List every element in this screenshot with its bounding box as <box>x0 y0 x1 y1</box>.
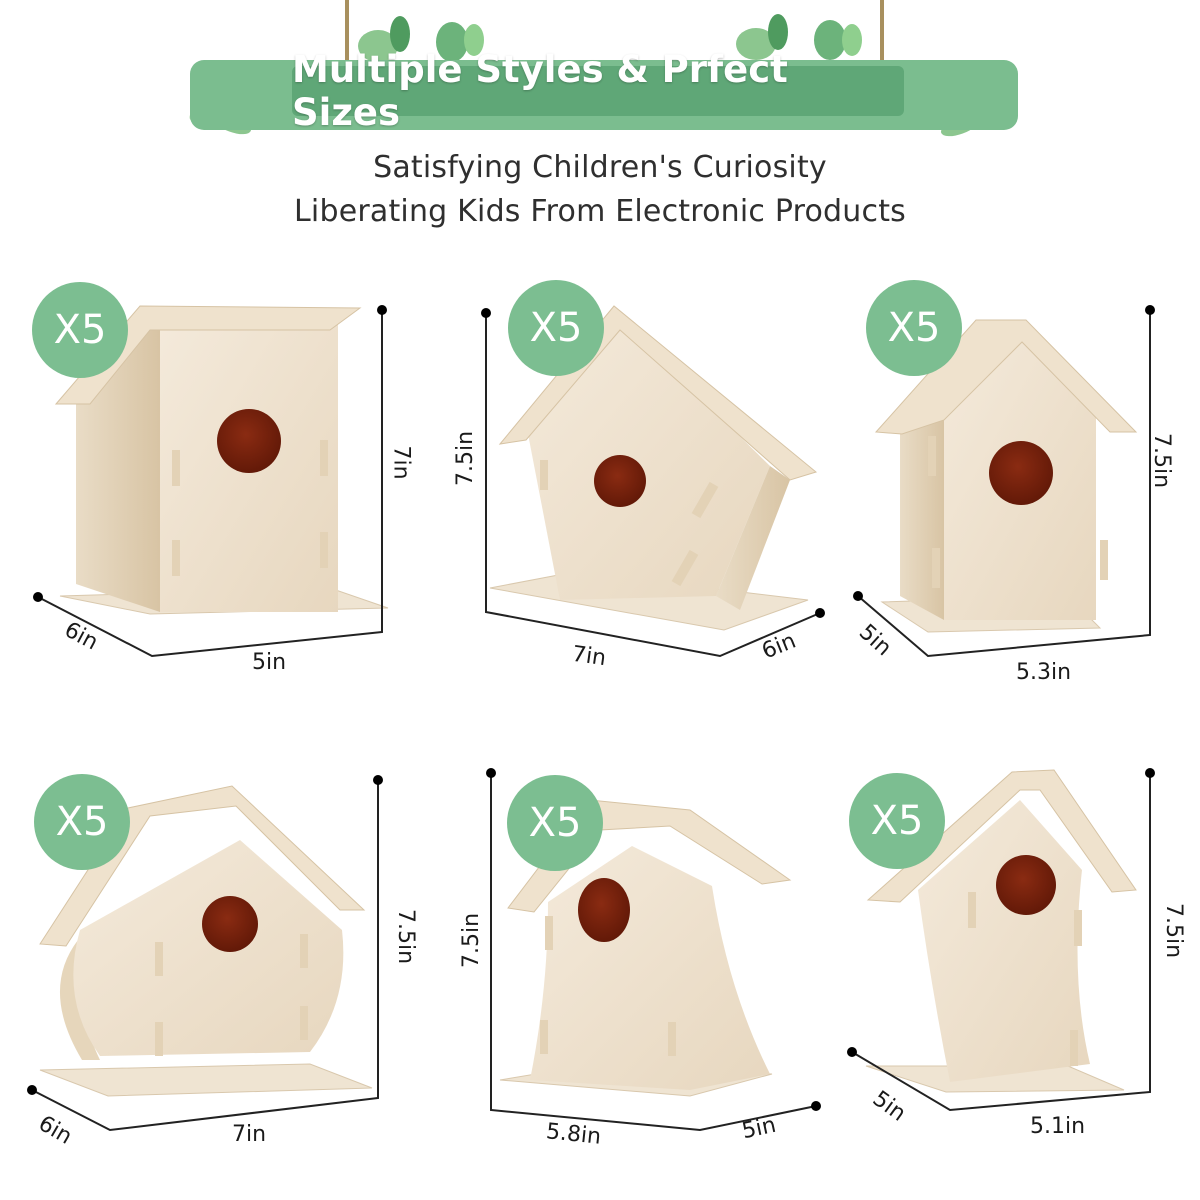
dimension-lines <box>27 305 1155 1132</box>
quantity-badge-2 <box>508 280 604 376</box>
quantity-badge-4 <box>34 774 130 870</box>
banner-hangers <box>345 0 884 62</box>
quantity-label-6: X5 <box>870 798 924 844</box>
quantity-badge-5 <box>507 775 603 871</box>
width-label-1: 5in <box>252 650 287 675</box>
birdhouse-6 <box>865 769 1137 1093</box>
width-label-4: 7in <box>232 1122 267 1147</box>
subtitle-line-2: Liberating Kids From Electronic Products <box>294 194 906 229</box>
birdhouse-3 <box>874 319 1138 633</box>
quantity-badge-1 <box>32 282 128 378</box>
width-label-6: 5.1in <box>1030 1114 1086 1139</box>
height-label-2: 7.5in <box>453 430 479 487</box>
quantity-label-3: X5 <box>887 305 941 351</box>
quantity-label-2: X5 <box>529 305 583 351</box>
banner-title: Multiple Styles & Prfect Sizes <box>292 48 788 134</box>
height-label-1: 7in <box>388 445 414 480</box>
birdhouse-1 <box>54 305 389 615</box>
title-banner <box>190 60 1018 130</box>
width-label-3: 5.3in <box>1016 660 1072 685</box>
width-label-2: 7in <box>570 641 608 672</box>
height-label-4: 7.5in <box>393 908 419 965</box>
height-label-5: 7.5in <box>459 912 485 969</box>
quantity-badges <box>32 280 962 871</box>
subtitle-line-1: Satisfying Children's Curiosity <box>373 150 827 185</box>
quantity-label-4: X5 <box>55 799 109 845</box>
quantity-badge-3 <box>866 280 962 376</box>
quantity-badge-6 <box>849 773 945 869</box>
height-label-3: 7.5in <box>1149 432 1175 489</box>
height-label-6: 7.5in <box>1161 902 1187 959</box>
quantity-label-5: X5 <box>528 800 582 846</box>
quantity-label-1: X5 <box>53 307 107 353</box>
